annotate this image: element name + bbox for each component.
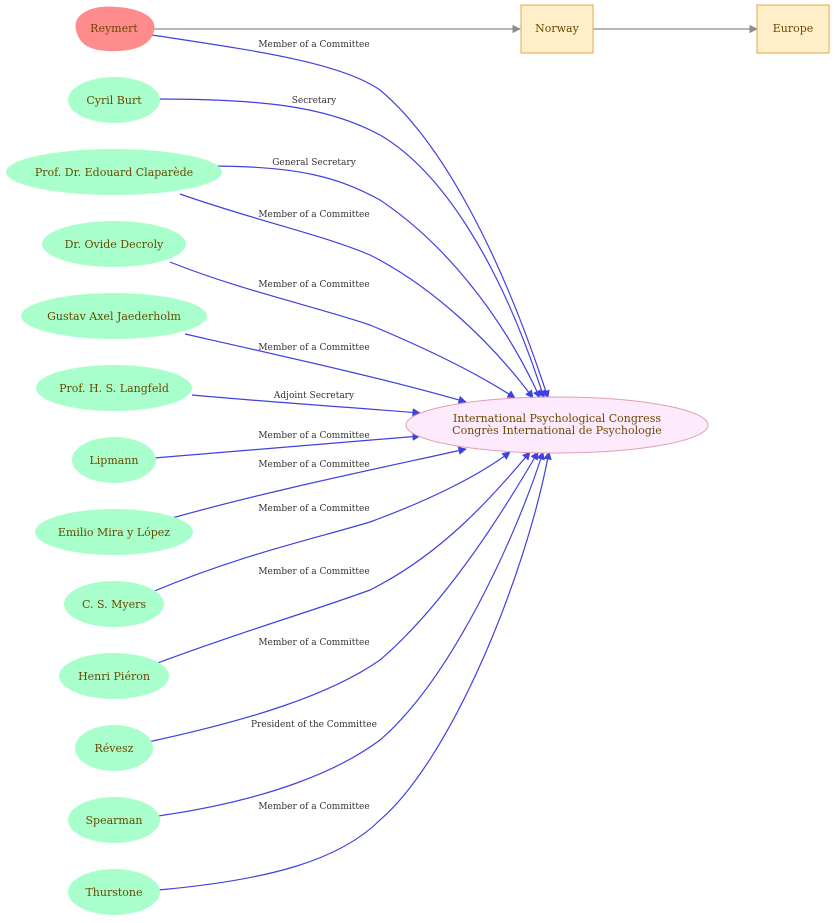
- node-langfeld[interactable]: Prof. H. S. Langfeld: [36, 365, 192, 411]
- edge-reymert: [151, 34, 550, 399]
- node-thurstone-label: Thurstone: [85, 886, 142, 899]
- edge-claparede-secretary: [209, 165, 541, 399]
- node-jaederholm-label: Gustav Axel Jaederholm: [47, 310, 181, 323]
- edge-label-spearman: President of the Committee: [251, 720, 377, 730]
- node-myers[interactable]: C. S. Myers: [64, 581, 164, 627]
- node-congress-label-line1: International Psychological Congress: [453, 412, 661, 425]
- node-mira[interactable]: Emilio Mira y López: [35, 509, 193, 555]
- edge-myers: [151, 451, 511, 593]
- node-jaederholm[interactable]: Gustav Axel Jaederholm: [21, 293, 207, 339]
- node-langfeld-label: Prof. H. S. Langfeld: [59, 382, 169, 395]
- edge-thurstone: [157, 451, 552, 891]
- node-myers-label: C. S. Myers: [82, 598, 146, 611]
- node-reymert[interactable]: Reymert: [75, 6, 155, 52]
- node-congress[interactable]: International Psychological Congress Con…: [405, 396, 709, 454]
- edge-label-myers: Member of a Committee: [258, 504, 369, 514]
- edge-label-revesz: Member of a Committee: [258, 638, 369, 648]
- node-lipmann[interactable]: Lipmann: [72, 437, 156, 483]
- edge-spearman: [157, 451, 545, 817]
- node-spearman-label: Spearman: [86, 814, 143, 827]
- edge-langfeld: [191, 394, 421, 417]
- node-reymert-label: Reymert: [90, 22, 138, 35]
- edge-revesz: [147, 451, 539, 743]
- edge-label-decroly: Member of a Committee: [258, 280, 369, 290]
- node-revesz-label: Révesz: [95, 742, 134, 755]
- edge-pieron: [154, 451, 531, 665]
- node-norway[interactable]: Norway: [520, 4, 594, 54]
- edge-label-thurstone: Member of a Committee: [258, 802, 369, 812]
- edge-label-mira: Member of a Committee: [258, 460, 369, 470]
- node-spearman[interactable]: Spearman: [68, 797, 160, 843]
- edge-label-cyril-burt: Secretary: [292, 96, 337, 106]
- node-revesz[interactable]: Révesz: [75, 725, 153, 771]
- edge-label-langfeld: Adjoint Secretary: [273, 391, 355, 401]
- node-mira-label: Emilio Mira y López: [58, 526, 170, 539]
- node-thurstone[interactable]: Thurstone: [68, 869, 160, 915]
- node-pieron-label: Henri Piéron: [78, 670, 150, 683]
- node-europe-label: Europe: [773, 22, 814, 35]
- edge-lipmann: [153, 432, 421, 459]
- edge-decroly: [169, 261, 516, 399]
- node-lipmann-label: Lipmann: [89, 454, 138, 467]
- edge-label-pieron: Member of a Committee: [258, 567, 369, 577]
- node-congress-label-line2: Congrès International de Psychologie: [452, 424, 662, 437]
- node-pieron[interactable]: Henri Piéron: [59, 653, 169, 699]
- edge-mira: [171, 446, 467, 519]
- node-decroly-label: Dr. Ovide Decroly: [65, 238, 165, 251]
- node-claparede-label: Prof. Dr. Edouard Claparède: [35, 166, 193, 179]
- edge-label-claparede-member: Member of a Committee: [258, 210, 369, 220]
- edge-cyril-burt: [157, 98, 546, 399]
- node-claparede[interactable]: Prof. Dr. Edouard Claparède: [6, 149, 222, 195]
- node-decroly[interactable]: Dr. Ovide Decroly: [42, 221, 186, 267]
- edge-label-jaederholm: Member of a Committee: [258, 343, 369, 353]
- node-europe[interactable]: Europe: [756, 4, 830, 54]
- node-norway-label: Norway: [535, 22, 579, 35]
- node-cyril-burt[interactable]: Cyril Burt: [68, 77, 160, 123]
- edge-claparede-member: [179, 193, 534, 399]
- edge-label-reymert: Member of a Committee: [258, 40, 369, 50]
- edge-jaederholm: [184, 333, 467, 404]
- node-cyril-burt-label: Cyril Burt: [86, 94, 142, 107]
- edge-label-lipmann: Member of a Committee: [258, 431, 369, 441]
- edge-label-claparede-secretary: General Secretary: [272, 158, 356, 168]
